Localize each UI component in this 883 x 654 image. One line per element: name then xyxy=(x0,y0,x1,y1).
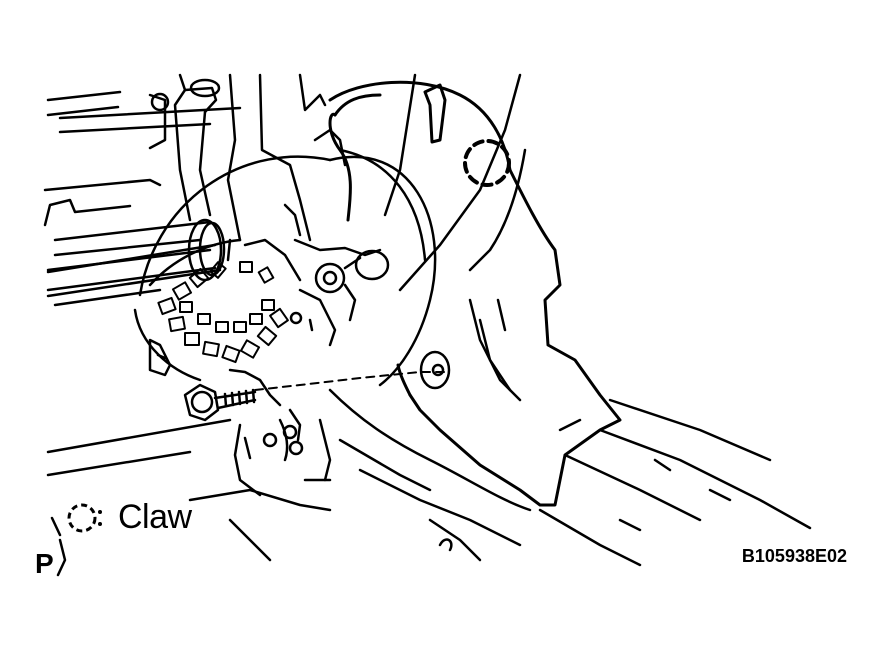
body-floor-lines xyxy=(46,388,812,577)
figure-code: B105938E02 xyxy=(741,546,847,566)
shield-bolt xyxy=(183,383,257,422)
dust-cover-inner-edges xyxy=(383,73,582,432)
legend-label: Claw xyxy=(118,498,192,536)
lower-body-structure xyxy=(148,338,332,497)
hidden-edge-dashed-lines xyxy=(254,371,446,391)
brake-hose-bracket xyxy=(148,73,221,222)
dashed-circle-claw-icon xyxy=(67,503,102,532)
hub-caliper-mount xyxy=(289,238,390,347)
corner-mark: P xyxy=(35,548,54,579)
axle-shaft xyxy=(46,218,226,298)
claw-location-marker xyxy=(463,139,511,187)
shield-bolt-hole xyxy=(419,350,451,390)
brake-disc-rotor xyxy=(133,148,437,387)
disc-vent-slots xyxy=(157,261,289,364)
legend: Claw xyxy=(62,498,192,537)
